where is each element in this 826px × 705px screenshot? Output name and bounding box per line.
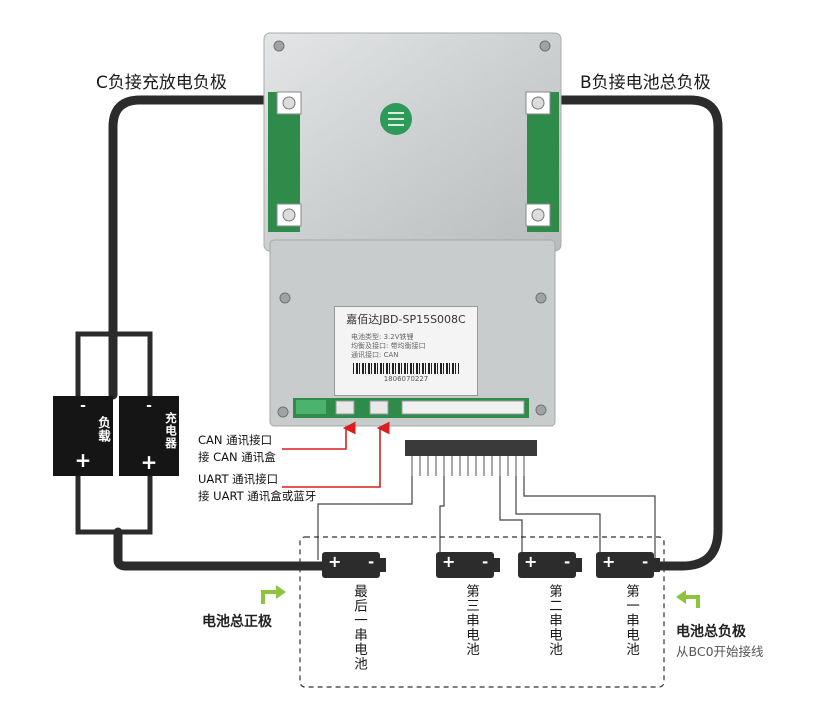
- positive-green-arrow: [261, 590, 278, 604]
- cell-first-caption: 第一串电池: [623, 584, 639, 657]
- barcode: [353, 363, 459, 375]
- cell-second-caption: 第二串电池: [546, 584, 562, 657]
- c-negative-label: C负接充放电负极: [96, 73, 227, 93]
- can-arrow: [282, 421, 356, 450]
- load-minus: -: [80, 398, 86, 414]
- cells: [322, 552, 660, 578]
- bms-board: [263, 32, 562, 427]
- cell-last: [322, 552, 386, 578]
- charger-plus: +: [140, 450, 158, 474]
- uart-box-label: 接 UART 通讯盒或蓝牙: [198, 489, 317, 503]
- battery-pack-outline: [299, 536, 665, 688]
- uart-port-label: UART 通讯接口: [198, 472, 279, 486]
- cell-third-caption: 第三串电池: [463, 584, 479, 657]
- charger-text: 充电器: [164, 412, 178, 450]
- c-negative-wire: [108, 95, 295, 400]
- balance-harness: [317, 440, 656, 560]
- load-box: - 负载 +: [53, 396, 113, 476]
- from-bc0-label: 从BC0开始接线: [676, 644, 764, 659]
- cell-first-minus: -: [642, 553, 649, 571]
- cell-last-minus: -: [368, 553, 375, 571]
- pcb-battery-type: 电池类型: 3.2V铁锂: [351, 333, 414, 341]
- cell-third: [436, 552, 500, 578]
- parallel-loop: [75, 331, 153, 535]
- cell-second: [518, 552, 582, 578]
- pcb-comm-port: 通讯接口: CAN: [351, 351, 399, 360]
- port-arrows: [282, 421, 390, 488]
- negative-green-arrow: [684, 595, 700, 608]
- charger-minus: -: [146, 398, 152, 414]
- cell-third-minus: -: [482, 553, 489, 571]
- pcb-model-title: 嘉佰达JBD-SP15S008C: [346, 313, 466, 326]
- total-negative-label: 电池总负极: [676, 624, 746, 640]
- pcb-balance-port: 均衡及接口: 带均衡接口: [351, 342, 426, 351]
- cell-second-minus: -: [564, 553, 571, 571]
- cell-last-caption: 最后一串电池: [351, 584, 367, 671]
- positive-wire: [113, 527, 327, 571]
- can-box-label: 接 CAN 通讯盒: [198, 450, 276, 464]
- main-wires: [108, 95, 723, 571]
- cell-third-plus: +: [442, 552, 456, 571]
- load-plus: +: [74, 448, 92, 472]
- cell-second-plus: +: [524, 552, 538, 571]
- balance-connector: [405, 440, 537, 456]
- cell-first-plus: +: [602, 552, 616, 571]
- cell-last-plus: +: [328, 552, 342, 571]
- pcb-serial: 1806070227: [383, 375, 429, 384]
- uart-arrow: [282, 421, 390, 488]
- board-upper-panel: [263, 32, 562, 252]
- load-text: 负载: [96, 415, 111, 443]
- charger-box: - 充电器 +: [119, 396, 179, 476]
- cell-first: [596, 552, 660, 578]
- can-port-label: CAN 通讯接口: [198, 433, 273, 447]
- pcb-label-tag: 嘉佰达JBD-SP15S008C 电池类型: 3.2V铁锂 均衡及接口: 带均衡…: [334, 306, 478, 396]
- b-negative-wire: [533, 95, 723, 571]
- b-negative-label: B负接电池总负极: [580, 73, 711, 93]
- total-positive-label: 电池总正极: [202, 614, 272, 630]
